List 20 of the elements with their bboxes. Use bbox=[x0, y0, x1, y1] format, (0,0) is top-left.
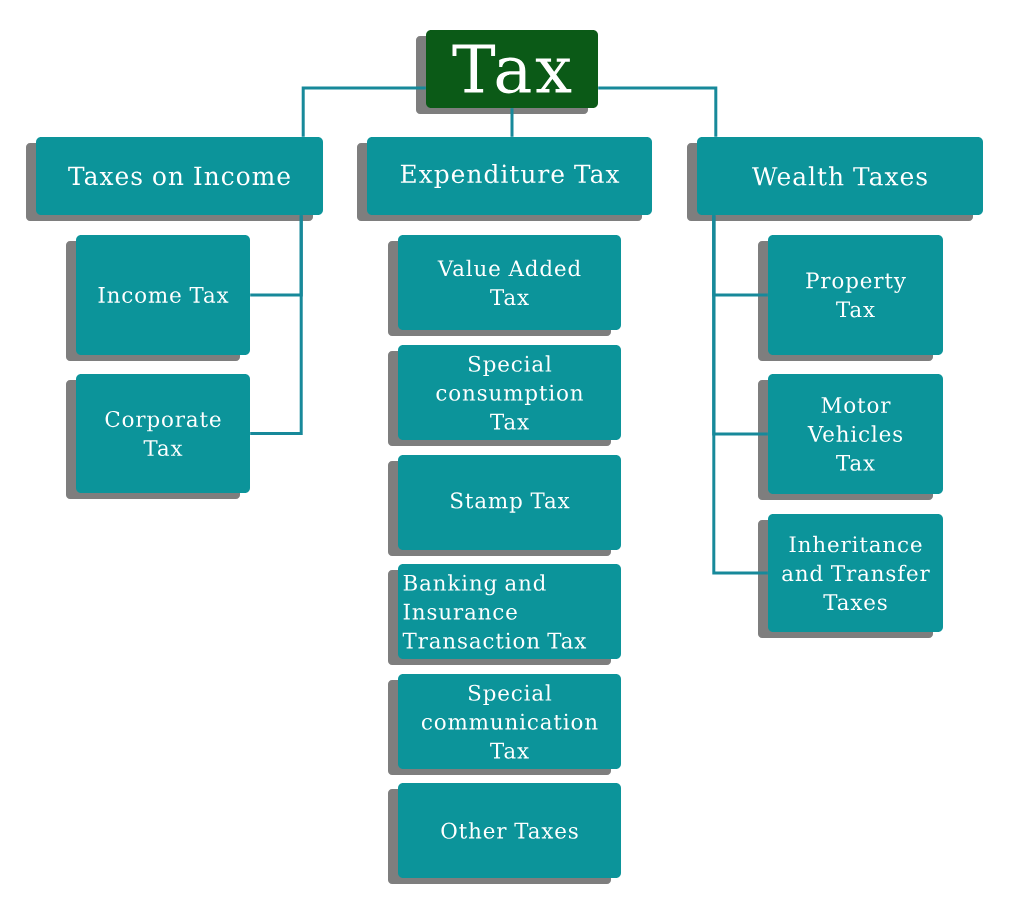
connector-line bbox=[712, 215, 768, 575]
item-box: Special consumption Tax bbox=[388, 345, 621, 446]
item-box: Property Tax bbox=[758, 235, 943, 361]
item-box: Income Tax bbox=[66, 235, 250, 361]
item-box: Other Taxes bbox=[388, 783, 621, 884]
item-box: Corporate Tax bbox=[66, 374, 250, 499]
category-box: Taxes on Income bbox=[26, 137, 323, 221]
connector-line bbox=[510, 108, 514, 137]
category-box: Wealth Taxes bbox=[687, 137, 983, 221]
category-box: Expenditure Tax bbox=[357, 137, 652, 221]
connector-line bbox=[301, 86, 426, 137]
item-box: Stamp Tax bbox=[388, 455, 621, 556]
item-box: Special communication Tax bbox=[388, 674, 621, 775]
item-box: Inheritance and Transfer Taxes bbox=[758, 514, 943, 638]
item-box: Banking and Insurance Transaction Tax bbox=[388, 564, 621, 665]
connector-line bbox=[598, 86, 718, 137]
item-box: Motor Vehicles Tax bbox=[758, 374, 943, 500]
connector-line bbox=[250, 215, 303, 435]
item-box: Value Added Tax bbox=[388, 235, 621, 336]
root-box: Tax bbox=[416, 30, 598, 114]
